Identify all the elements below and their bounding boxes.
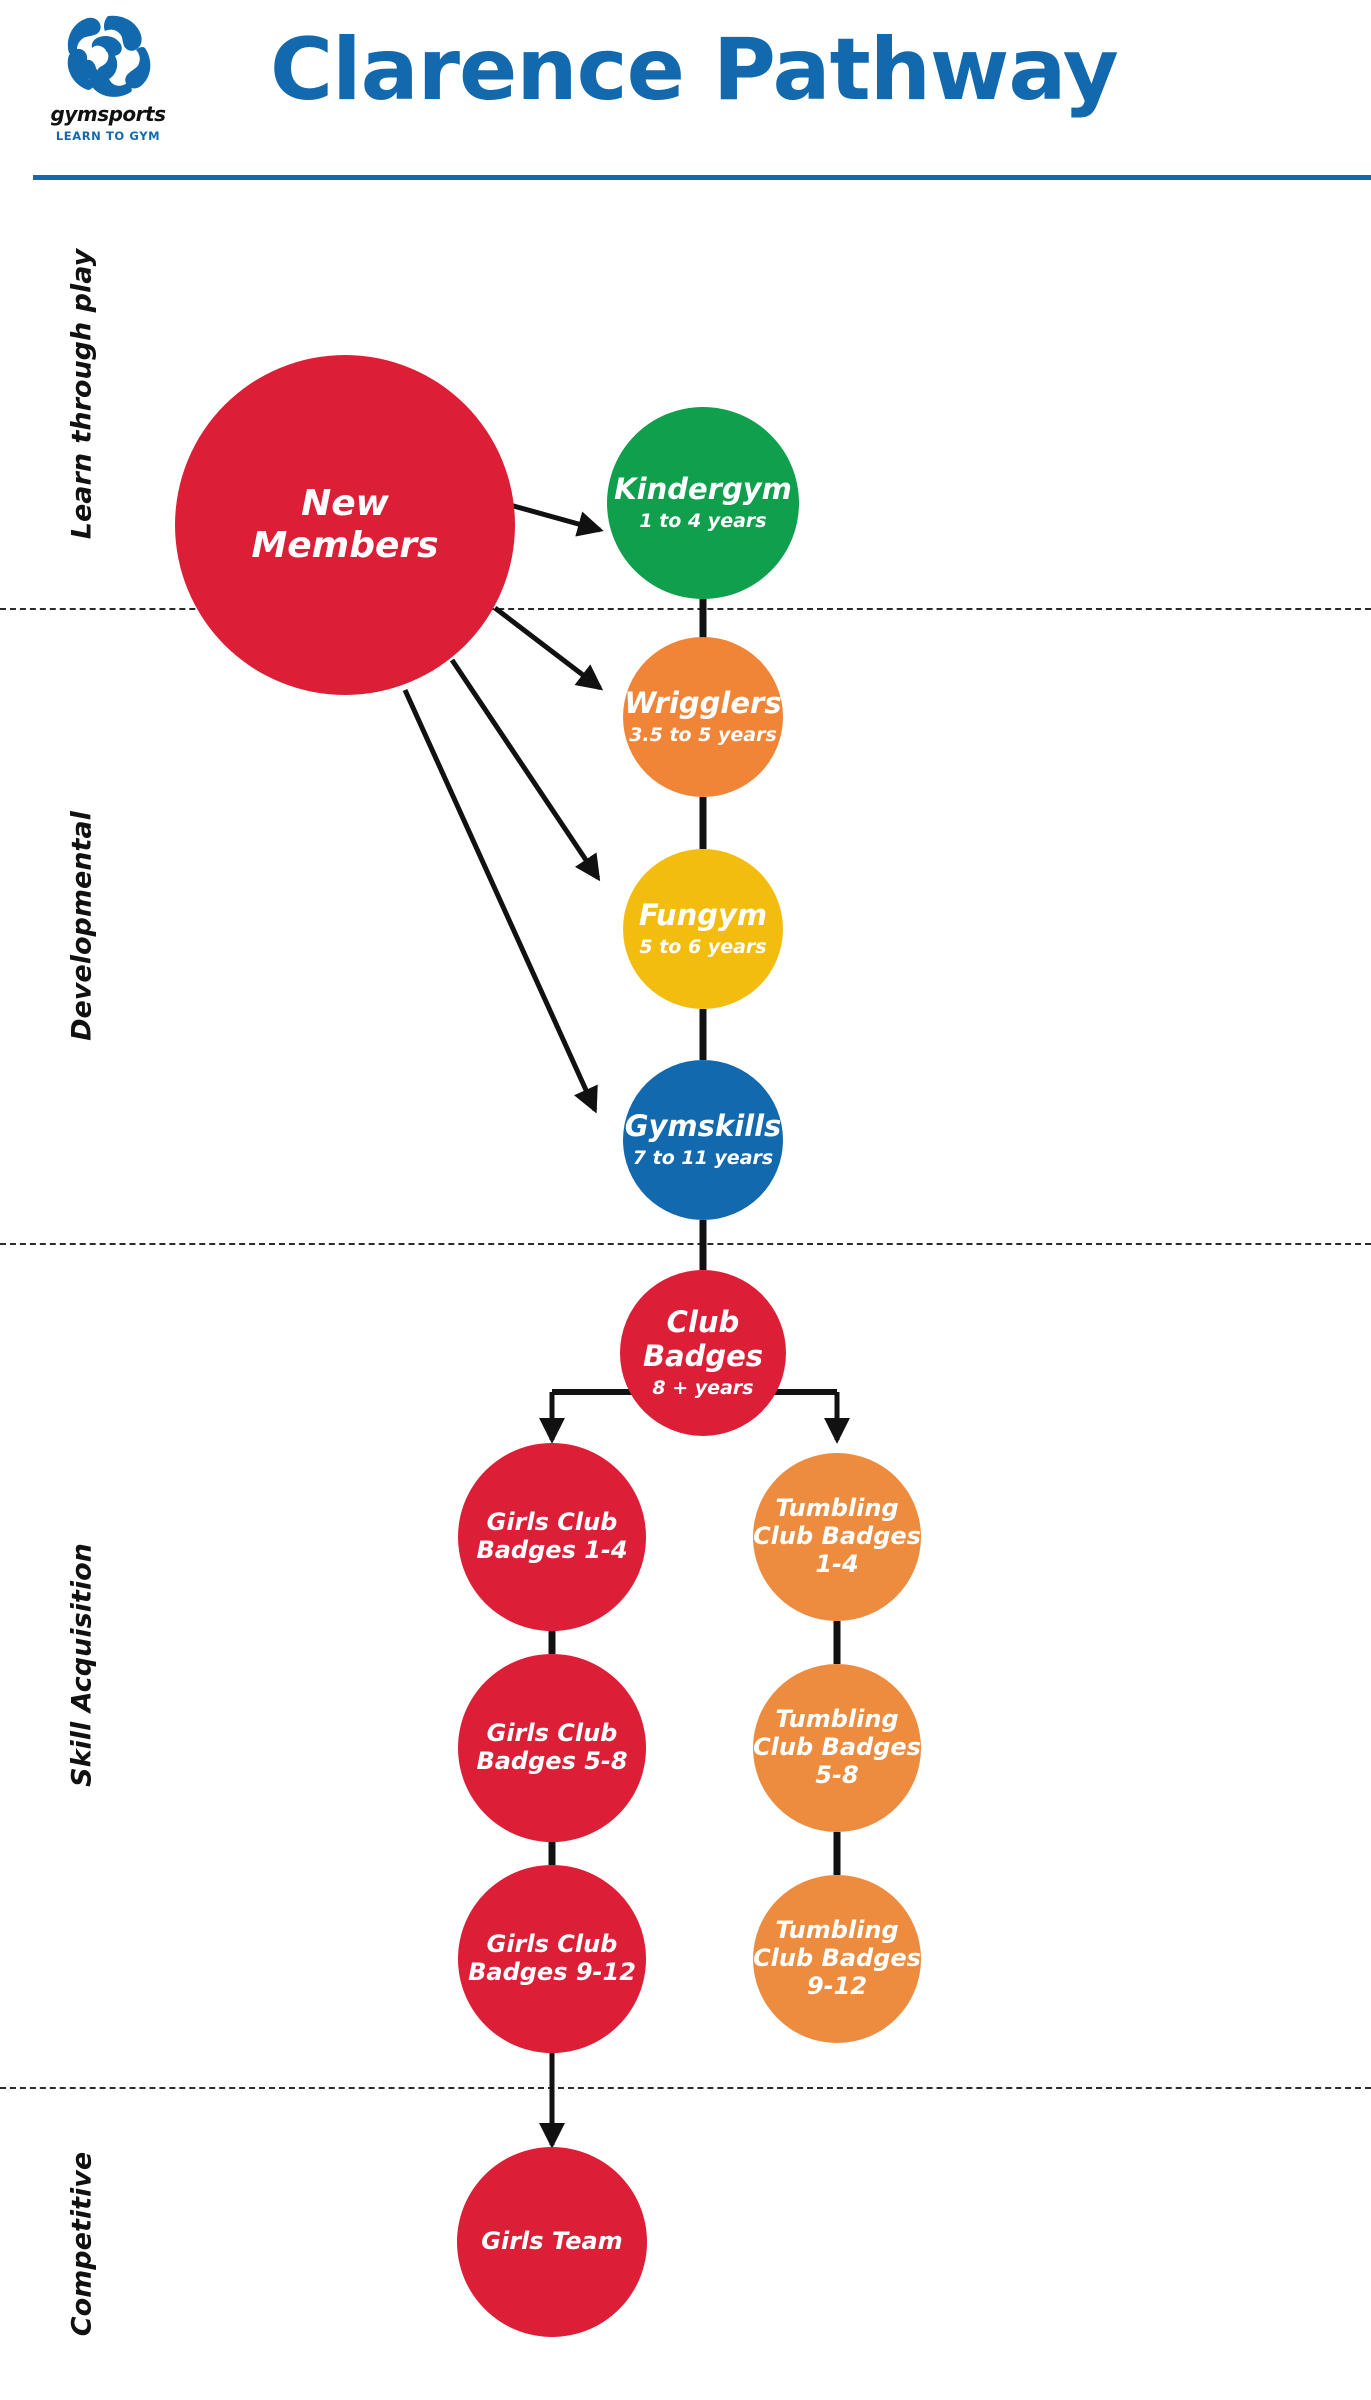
stage-label-skill-acquisition: Skill Acquisition [66, 1543, 98, 1787]
node-title: Wrigglers [624, 685, 782, 720]
node-subtitle: 5 to 6 years [639, 936, 767, 959]
stage-divider [0, 608, 1371, 610]
node-fungym[interactable]: Fungym 5 to 6 years [623, 849, 783, 1009]
node-title: Gymskills [624, 1108, 782, 1143]
logo-tagline: LEARN TO GYM [55, 129, 161, 143]
new-members-to-kindergym [509, 502, 604, 537]
node-title: Girls Team [481, 2227, 623, 2256]
node-gymskills[interactable]: Gymskills 7 to 11 years [623, 1060, 783, 1220]
node-subtitle: 8 + years [652, 1377, 754, 1400]
node-wrigglers[interactable]: Wrigglers 3.5 to 5 years [623, 637, 783, 797]
node-subtitle: 7 to 11 years [632, 1147, 774, 1170]
gymsports-logo: gymsports LEARN TO GYM [33, 8, 183, 153]
logo-wordmark: gymsports [50, 102, 166, 126]
node-subtitle: 1 to 4 years [639, 510, 767, 533]
header-rule [33, 175, 1371, 180]
gymsports-triskelion-logo-icon [67, 15, 151, 97]
node-girls-team[interactable]: Girls Team [457, 2147, 647, 2337]
node-title: Fungym [638, 897, 768, 932]
stage-divider [0, 1243, 1371, 1245]
node-title: Kindergym [614, 471, 792, 506]
stage-label-competitive: Competitive [66, 2151, 98, 2336]
page-header: gymsports LEARN TO GYM Clarence Pathway [0, 0, 1371, 180]
new-members-to-wrigglers [493, 606, 604, 691]
stage-label-learn-through-play: Learn through play [66, 248, 98, 540]
stage-label-developmental: Developmental [66, 810, 98, 1041]
node-subtitle: 3.5 to 5 years [629, 724, 777, 747]
node-kindergym[interactable]: Kindergym 1 to 4 years [607, 407, 799, 599]
stage-divider [0, 2087, 1371, 2089]
new-members-to-gymskills [402, 688, 598, 1114]
new-members-to-fungym [449, 658, 601, 882]
page-title: Clarence Pathway [270, 20, 1119, 120]
